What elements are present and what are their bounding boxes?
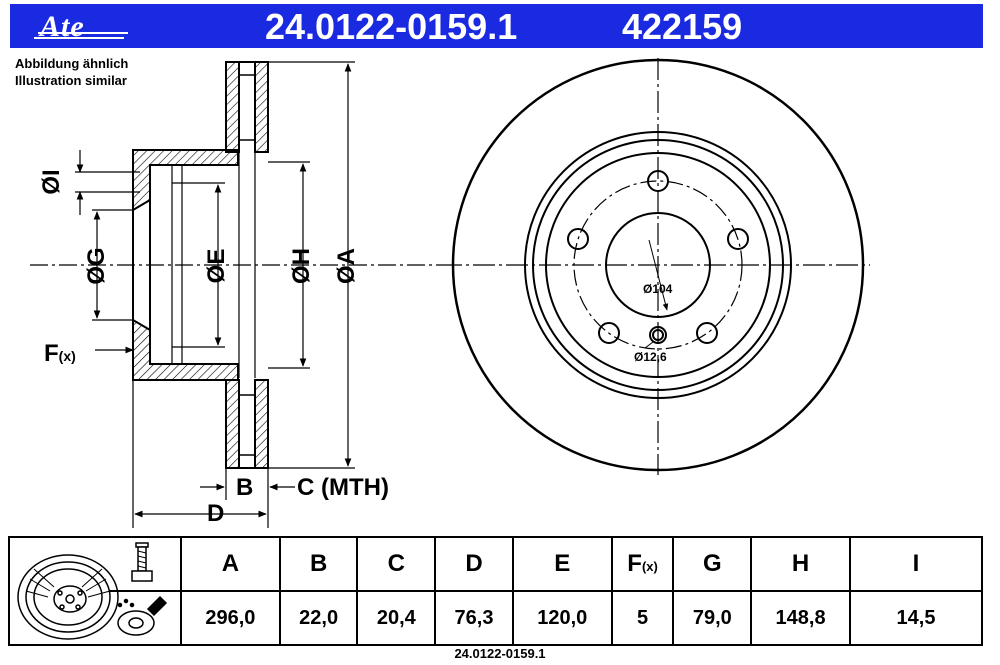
icon-cell <box>8 536 182 646</box>
label-f: F(x) <box>44 340 76 367</box>
header-e: E <box>511 536 613 592</box>
technical-drawing <box>30 58 870 528</box>
header-g: G <box>672 536 753 592</box>
value-f: 5 <box>610 590 675 646</box>
header-f: F(x) <box>610 536 675 592</box>
brake-disc-icon <box>17 554 119 640</box>
cross-section-view <box>30 61 440 469</box>
front-view <box>440 58 870 475</box>
note-german: Abbildung ähnlich <box>15 56 129 71</box>
label-dia-e: ØE <box>203 248 230 284</box>
label-dia-g: ØG <box>83 247 110 285</box>
label-hole-diameter: Ø12,6 <box>634 350 667 364</box>
bolt-holes <box>567 170 749 344</box>
label-hub-diameter: Ø104 <box>643 282 673 296</box>
ate-logo: Ate <box>40 10 85 43</box>
friction-ring-bottom-right <box>254 379 269 469</box>
label-b: B <box>236 474 254 501</box>
value-e: 120,0 <box>511 590 613 646</box>
header-c: C <box>356 536 437 592</box>
value-a: 296,0 <box>180 590 281 646</box>
friction-ring-top-right <box>254 61 269 153</box>
article-number: 422159 <box>622 6 743 47</box>
value-d: 76,3 <box>434 590 514 646</box>
header-bar: Ate 24.0122-0159.1 422159 <box>10 4 983 48</box>
footer-part-number: 24.0122-0159.1 <box>454 646 546 661</box>
friction-ring-top-left <box>225 61 240 153</box>
value-g: 79,0 <box>672 590 753 646</box>
header-b: B <box>278 536 359 592</box>
hat-wall-top <box>132 149 239 212</box>
header-d: D <box>434 536 514 592</box>
brake-cleaner-icon <box>117 595 168 636</box>
label-dia-h: ØH <box>288 248 315 284</box>
header-h: H <box>750 536 851 592</box>
value-c: 20,4 <box>356 590 437 646</box>
dimension-table: A B C D E F(x) G H I 296,0 22,0 20,4 76,… <box>8 536 983 646</box>
note-english: Illustration similar <box>15 73 127 88</box>
logo-underline-2 <box>34 37 124 39</box>
logo-underline <box>38 32 128 34</box>
part-number: 24.0122-0159.1 <box>265 6 518 47</box>
friction-ring-bottom-left <box>225 379 240 469</box>
header-a: A <box>180 536 281 592</box>
header-i: I <box>849 536 983 592</box>
hat-wall-bottom <box>132 318 239 381</box>
dimension-lines <box>75 61 355 528</box>
label-d: D <box>207 500 225 527</box>
label-dia-a: ØA <box>333 248 360 284</box>
label-c-mth: C (MTH) <box>297 474 389 501</box>
value-i: 14,5 <box>849 590 983 646</box>
label-dia-i: ØI <box>38 169 65 195</box>
bolt-icon <box>131 542 153 582</box>
value-b: 22,0 <box>278 590 359 646</box>
value-h: 148,8 <box>750 590 851 646</box>
